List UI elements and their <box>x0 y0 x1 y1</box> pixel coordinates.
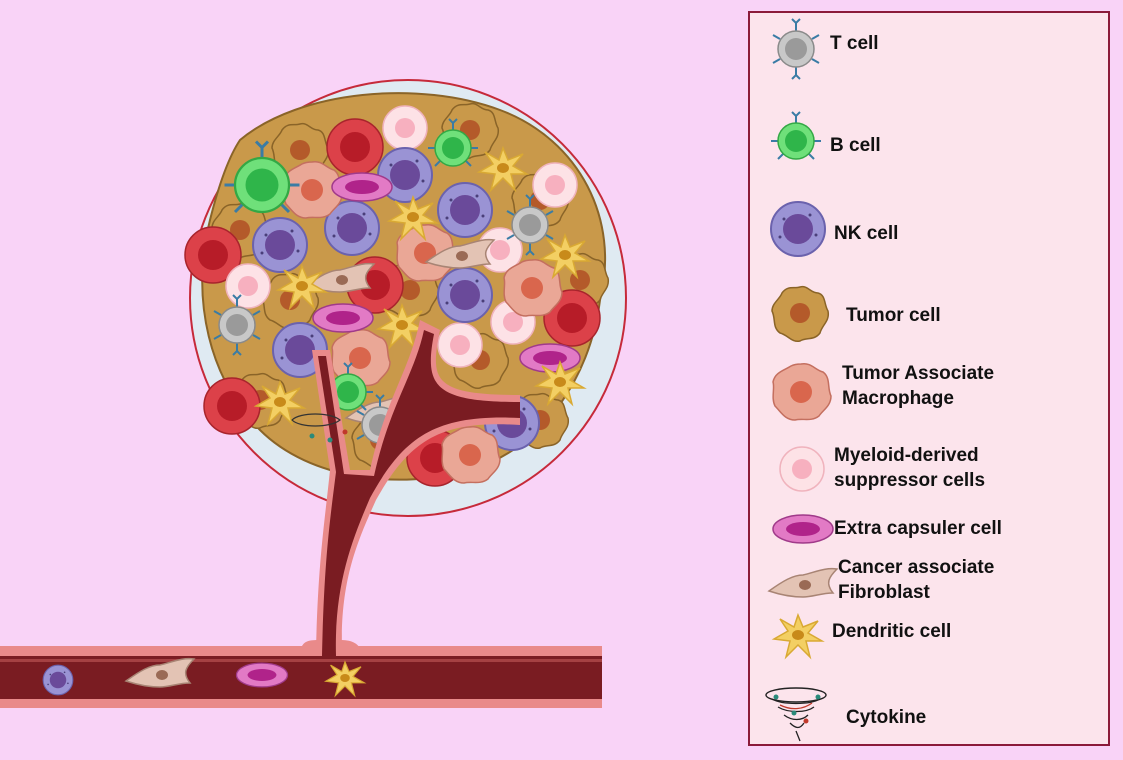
tumor-cell-icon <box>771 285 830 343</box>
dendritic-icon <box>773 614 823 658</box>
legend-label: NK cell <box>834 223 899 244</box>
cytokine-icon <box>765 687 827 742</box>
legend-panel: T cell B cell NK cell Tumor cell Tumor A… <box>748 11 1110 746</box>
fibroblast-icon <box>768 567 838 598</box>
macrophage-icon <box>772 362 832 421</box>
legend-label: B cell <box>830 135 881 156</box>
legend-label: Cancer associate Fibroblast <box>838 557 995 603</box>
legend-label: Myeloid-derived suppressor cells <box>834 445 986 491</box>
legend-label: Cytokine <box>846 707 927 728</box>
extra-capsular-icon <box>772 514 834 544</box>
legend-label: Tumor cell <box>846 305 941 326</box>
nk-cell-icon <box>770 201 826 257</box>
legend-label: Tumor Associate Macrophage <box>842 363 995 409</box>
legend-label: Dendritic cell <box>832 621 952 642</box>
legend-label: T cell <box>830 33 879 54</box>
t-cell-icon <box>772 18 820 80</box>
vessel-branches <box>300 320 520 656</box>
mdsc-icon <box>779 446 825 492</box>
b-cell-icon <box>770 111 822 160</box>
legend-label: Extra capsuler cell <box>834 518 1002 539</box>
cytokine-swirl <box>291 413 348 443</box>
